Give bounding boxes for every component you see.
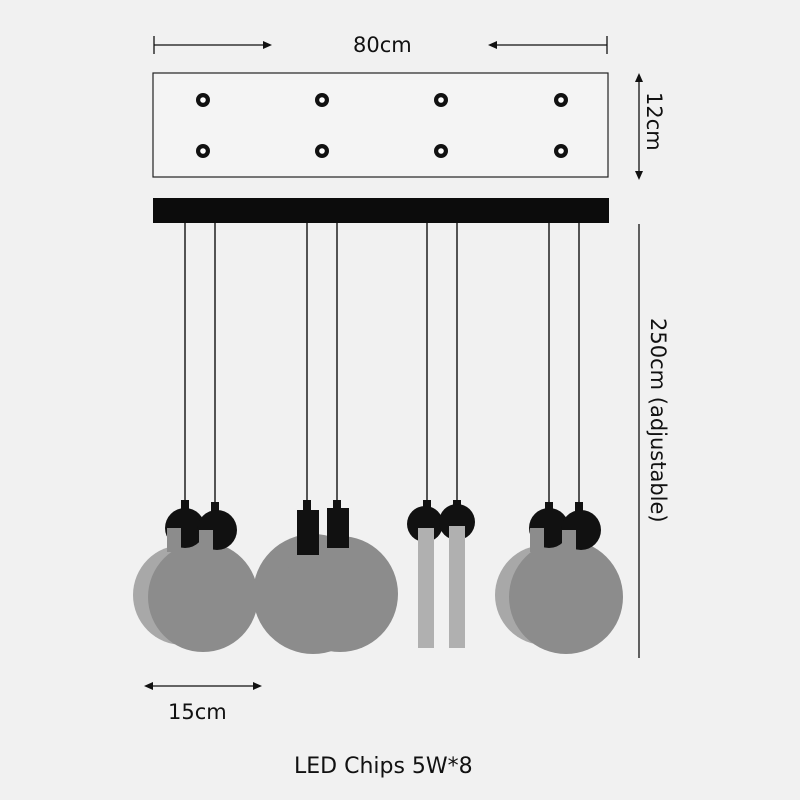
mount-point-icon (554, 93, 568, 107)
shade-width-label: 15cm (168, 700, 227, 724)
pendant-group-2 (253, 500, 398, 654)
pendant-group-4 (495, 502, 623, 654)
disc-shade (148, 542, 258, 652)
canopy-mount-points (196, 93, 568, 158)
mount-point-icon (434, 144, 448, 158)
disc-shade (509, 540, 623, 654)
shade-width-dimension-arrows (144, 682, 262, 690)
mount-point-icon (315, 144, 329, 158)
glass-tube (449, 526, 465, 648)
mount-point-icon (196, 144, 210, 158)
width-label: 80cm (353, 33, 412, 57)
pendant-group-1 (133, 500, 258, 652)
width-dimension-arrows (153, 36, 608, 54)
led-chips-caption: LED Chips 5W*8 (294, 754, 473, 779)
mount-point-icon (196, 93, 210, 107)
canopy-plate (152, 72, 609, 178)
mount-point-icon (434, 93, 448, 107)
mount-point-icon (554, 144, 568, 158)
suspension-cables (184, 223, 580, 502)
mount-point-icon (315, 93, 329, 107)
pendant-group-3 (407, 500, 475, 648)
height-label: 12cm (642, 92, 666, 151)
height-dimension-arrow (635, 73, 643, 180)
disc-shade (282, 536, 398, 652)
drop-length-label: 250cm (adjustable) (646, 318, 670, 523)
mounting-bar (153, 198, 609, 223)
glass-tube (418, 528, 434, 648)
